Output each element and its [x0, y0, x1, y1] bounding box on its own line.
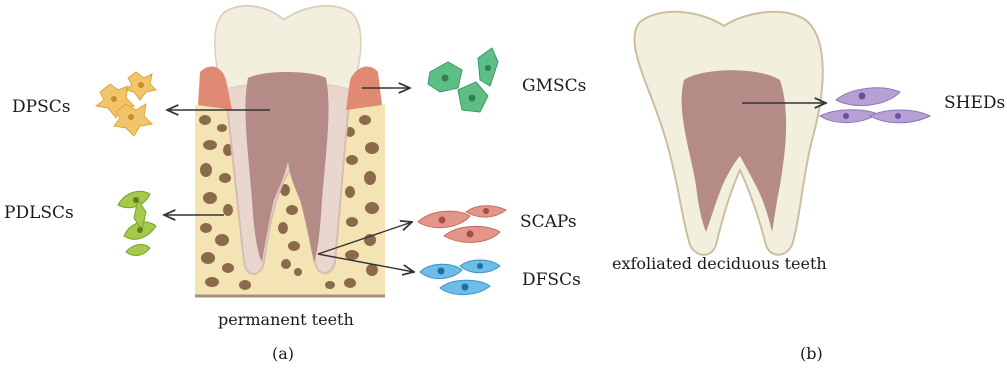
pdlsc-cells: [118, 191, 156, 255]
label-pdlscs: PDLSCs: [4, 203, 74, 223]
label-gmscs: GMSCs: [522, 76, 586, 96]
shed-cells: [820, 88, 930, 123]
scap-cells: [418, 206, 506, 243]
label-dfscs: DFSCs: [522, 270, 581, 290]
caption-exfoliated-deciduous-teeth: exfoliated deciduous teeth: [612, 254, 827, 273]
panel-a-tag: (a): [272, 344, 294, 363]
dfsc-cells: [420, 260, 500, 295]
permanent-tooth-illustration: [195, 6, 385, 296]
panel-b-tag: (b): [800, 344, 823, 363]
label-sheds: SHEDs: [944, 93, 1005, 113]
caption-permanent-teeth: permanent teeth: [218, 310, 354, 329]
dpsc-cells: [96, 72, 156, 136]
label-dpscs: DPSCs: [12, 97, 70, 117]
label-scaps: SCAPs: [520, 212, 577, 232]
gmsc-cells: [428, 48, 498, 112]
deciduous-tooth-illustration: [634, 12, 822, 255]
